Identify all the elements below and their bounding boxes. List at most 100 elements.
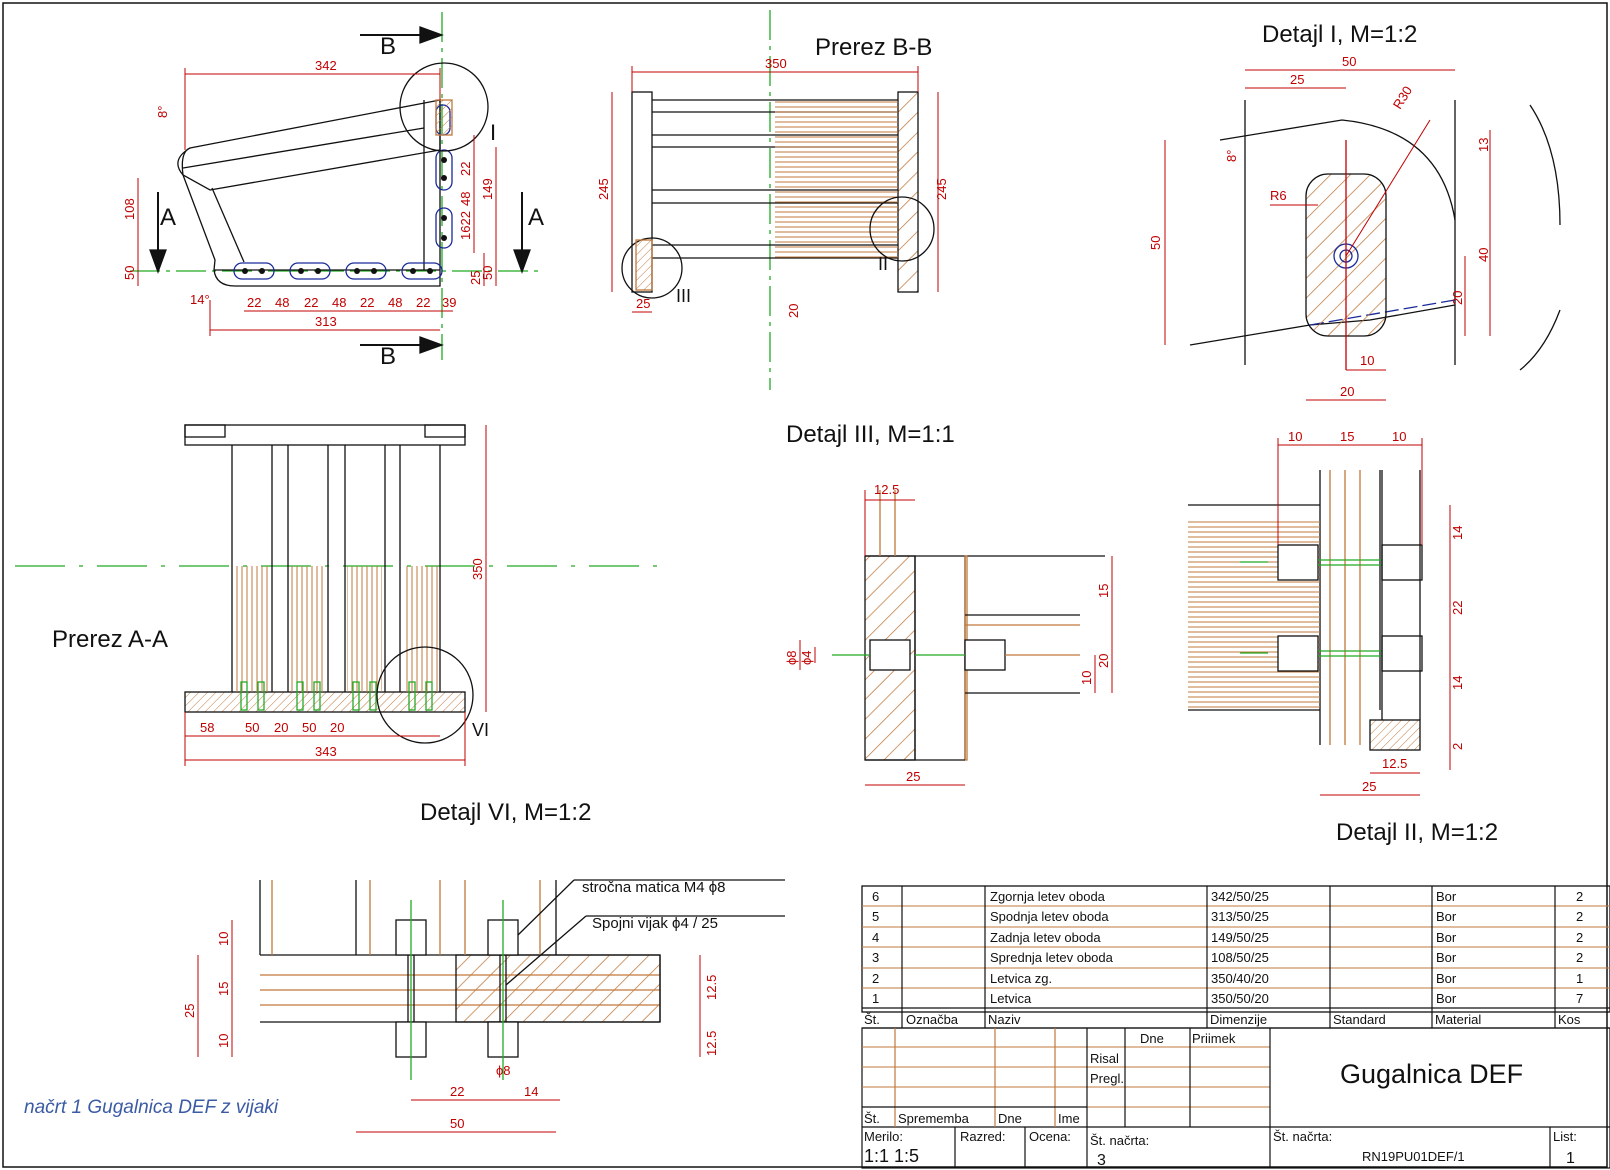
drawing-title: Gugalnica DEF [1340,1059,1523,1089]
cell-dim: 350/50/20 [1211,991,1269,1006]
cell-no: 5 [872,909,879,924]
section-arrow-a-right: A [528,204,544,231]
header-qty: Kos [1558,1012,1581,1027]
tb-ime: Ime [1058,1111,1080,1126]
tb-dne: Dne [1140,1031,1164,1046]
header-name: Naziv [988,1012,1021,1027]
cell-material: Bor [1436,991,1457,1006]
section-b-b-dimensions [611,66,939,313]
dim-108: 108 [122,198,137,220]
table-header: Št. Označba Naziv Dimenzije Standard Mat… [864,1012,1581,1027]
detail-iii-marker: III [676,286,691,306]
section-arrow-b-bottom: B [380,343,396,370]
cell-name: Zadnja letev oboda [990,930,1101,945]
dim-20-di: 20 [1340,384,1354,399]
dim-22-a: 22 [247,295,261,310]
dim-25-di: 25 [1290,72,1304,87]
dim-20-di-v: 20 [1450,291,1465,305]
dim-12.5-dvi-a: 12.5 [704,975,719,1000]
dim-25-dii: 25 [1362,779,1376,794]
top-view [130,12,540,360]
detail-i [1189,100,1561,371]
cell-no: 3 [872,950,879,965]
cell-material: Bor [1436,889,1457,904]
section-a-a-dimensions [184,425,487,766]
detail-iii-title: Detajl III, M=1:1 [786,421,955,448]
tb-ocena: Ocena: [1029,1129,1071,1144]
header-mark: Označba [906,1012,959,1027]
dim-14deg: 14° [190,292,210,307]
dim-343: 343 [315,744,337,759]
detail-vi-title: Detajl VI, M=1:2 [420,799,591,826]
detail-i-marker: I [490,120,496,145]
title-block-grid [861,1027,1610,1169]
dim-40: 40 [1476,248,1491,262]
table-row: 5 Spodnja letev oboda 313/50/25 Bor 2 [872,909,1583,924]
tb-list-value: 1 [1566,1150,1575,1167]
cell-material: Bor [1436,930,1457,945]
cell-material: Bor [1436,950,1457,965]
dim-39: 39 [442,295,456,310]
tb-st-nacrta-value: 3 [1097,1152,1106,1169]
dim-14-dii-a: 14 [1450,526,1465,540]
cell-no: 6 [872,889,879,904]
dim-48-b: 48 [332,295,346,310]
cell-qty: 2 [1576,930,1583,945]
figure-caption: načrt 1 Gugalnica DEF z vijaki [24,1097,279,1118]
dim-50-left: 50 [122,266,137,280]
tb-merilo-value: 1:1 1:5 [864,1146,919,1166]
dim-48-c: 48 [388,295,402,310]
cell-material: Bor [1436,909,1457,924]
dim-10-dvi-b: 10 [216,1034,231,1048]
table-row: 1 Letvica 350/50/20 Bor 7 [872,991,1583,1006]
header-dimensions: Dimenzije [1210,1012,1267,1027]
dim-25-right: 25 [468,271,483,285]
detail-ii-marker: II [878,254,888,274]
detail-ii-dimensions [1277,438,1451,796]
detail-i-dimensions [1164,69,1491,401]
dim-12.5-dvi-b: 12.5 [704,1031,719,1056]
cell-qty: 2 [1576,909,1583,924]
cell-qty: 1 [1576,971,1583,986]
cell-name: Letvica zg. [990,971,1052,986]
tb-list: List: [1553,1129,1577,1144]
dim-350-bb: 350 [765,56,787,71]
dim-r30: R30 [1390,83,1415,111]
dim-22-right: 22 [458,162,473,176]
dim-20-diii: 20 [1096,654,1111,668]
tb-st-nacrta2: Št. načrta: [1273,1129,1332,1144]
table-row: 3 Sprednja letev oboda 108/50/25 Bor 2 [872,950,1583,965]
dim-22-dii: 22 [1450,601,1465,615]
dim-12.5-dii: 12.5 [1382,756,1407,771]
tb-priimek: Priimek [1192,1031,1236,1046]
section-b-b-title: Prerez B-B [815,34,932,61]
dim-58: 58 [200,720,214,735]
dim-22-d: 22 [416,295,430,310]
dim-50-right: 50 [480,266,495,280]
dim-22-c: 22 [360,295,374,310]
cell-qty: 7 [1576,991,1583,1006]
dim-1622: 1622 [458,211,473,240]
cell-name: Zgornja letev oboda [990,889,1106,904]
section-arrow-b-top: B [380,33,396,60]
table-row: 4 Zadnja letev oboda 149/50/25 Bor 2 [872,930,1583,945]
tb-sprememba: Sprememba [898,1111,970,1126]
dim-14-dvi: 14 [524,1084,538,1099]
cell-dim: 108/50/25 [1211,950,1269,965]
cell-no: 4 [872,930,879,945]
tb-pregl: Pregl. [1090,1071,1124,1086]
dim-20-aa-b: 20 [330,720,344,735]
dim-20-aa-a: 20 [274,720,288,735]
dim-phi8-diii: ϕ8 [784,650,799,665]
dim-20-bb: 20 [786,304,801,318]
top-view-dimensions [137,68,497,336]
cell-no: 2 [872,971,879,986]
detail-iii [832,490,1105,761]
cell-dim: 350/40/20 [1211,971,1269,986]
title-block: Dne Priimek Risal Pregl. Št. Sprememba D… [864,1031,1577,1169]
detail-vi-dimensions [197,920,701,1133]
detail-iii-dimensions [799,490,1113,786]
